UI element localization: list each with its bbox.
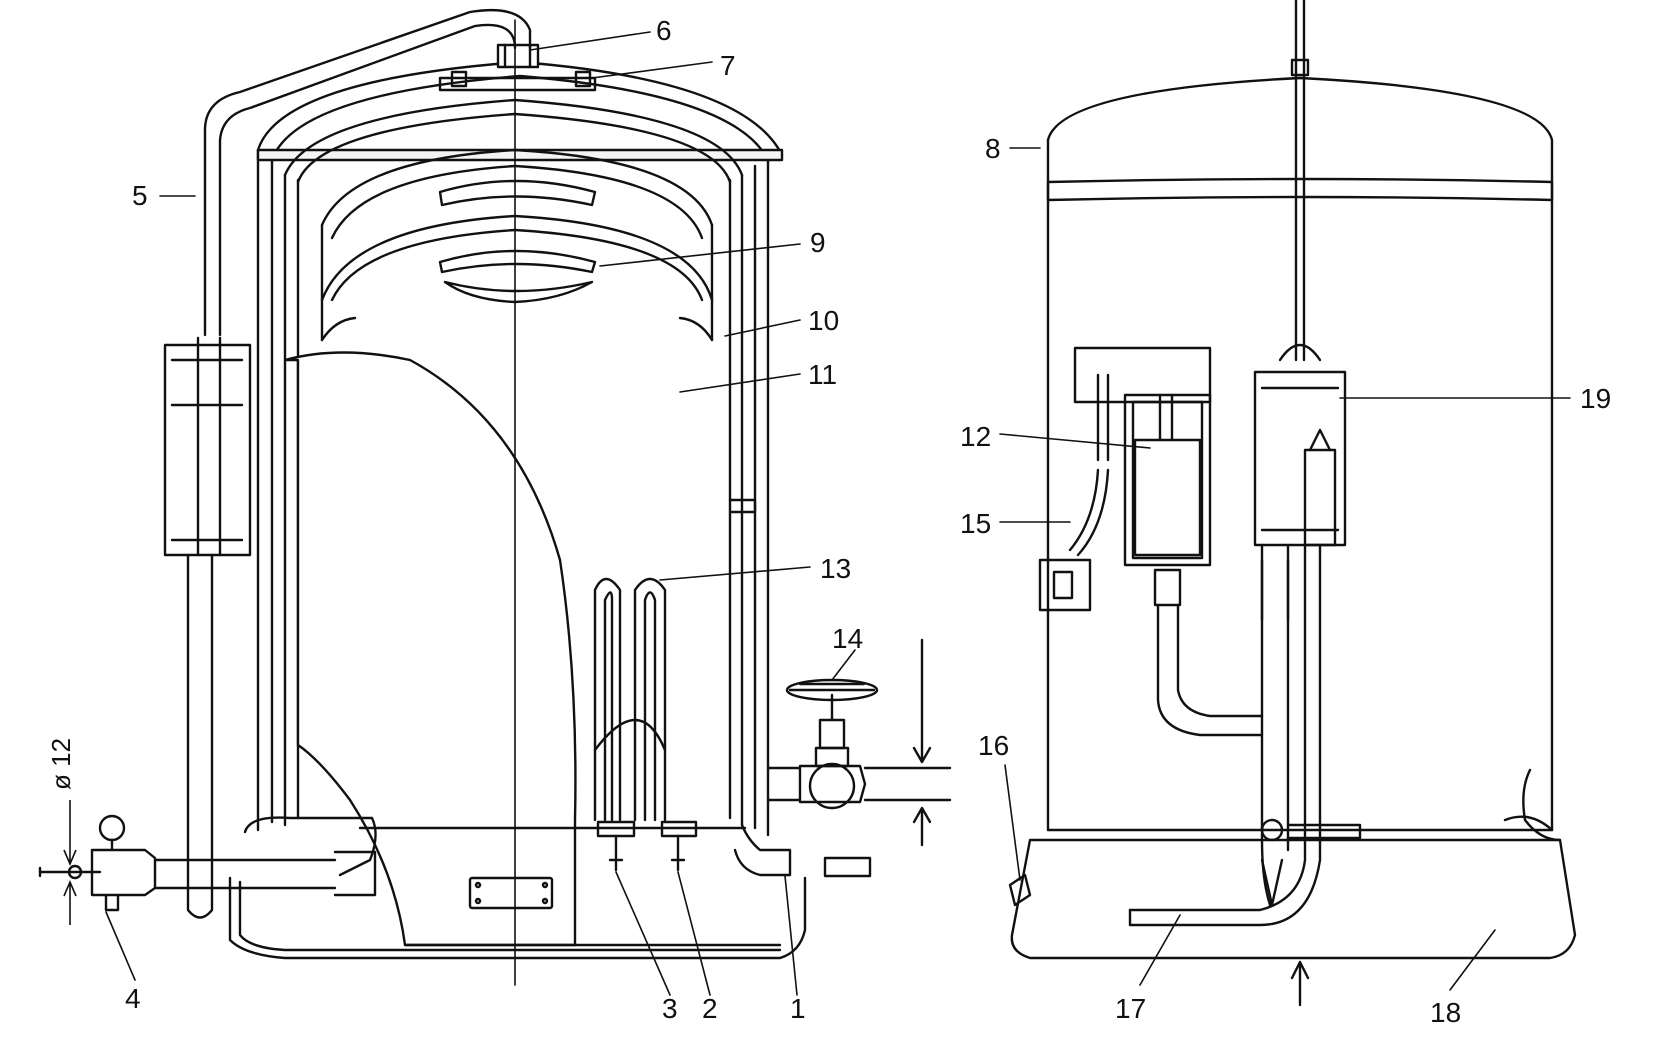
inlet-arrow [1290,960,1310,1007]
base-pan [228,816,807,960]
label-10: 10 [808,305,839,336]
cutaway-cover [283,351,577,947]
label-19: 19 [1580,383,1611,414]
label-17: 17 [1115,993,1146,1024]
heater-coils [593,577,667,822]
separator-trap [163,336,252,919]
diameter-dimension [63,800,77,925]
label-6: 6 [656,15,672,46]
label-13: 13 [820,553,851,584]
inlet-valve [38,814,377,912]
label-5: 5 [132,180,148,211]
label-diameter: ø 12 [46,738,76,790]
pipe-5 [203,8,532,337]
terminals [596,820,698,872]
label-2: 2 [702,993,718,1024]
right-exterior-view [1008,0,1577,1007]
leader-lines [105,31,1571,996]
box-12 [1073,346,1264,737]
label-8: 8 [985,133,1001,164]
pipe-17 [1128,543,1362,927]
label-3: 3 [662,993,678,1024]
label-15: 15 [960,508,991,539]
level-gauge-19 [1253,370,1347,622]
outlet-valve [766,638,952,847]
label-4: 4 [125,983,141,1014]
condenser-domes [320,148,714,342]
label-9: 9 [810,227,826,258]
drain-tube [733,823,872,878]
label-12: 12 [960,421,991,452]
labels: 6 7 5 9 10 11 13 14 4 3 2 1 8 19 12 15 1… [46,15,1611,1028]
label-18: 18 [1430,997,1461,1028]
label-1: 1 [790,993,806,1024]
label-14: 14 [832,623,863,654]
left-cutaway-view [38,8,952,986]
wall-vent [728,498,757,514]
nameplate [468,876,554,910]
label-11: 11 [808,359,837,390]
label-7: 7 [720,50,736,81]
plug-15 [1038,373,1110,612]
label-16: 16 [978,730,1009,761]
